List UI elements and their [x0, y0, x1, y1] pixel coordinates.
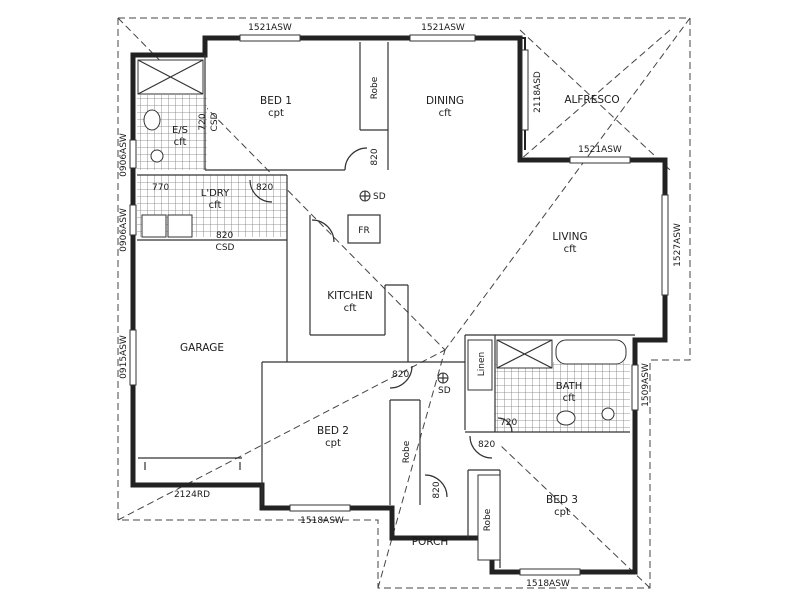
- csd-door-820: 820: [216, 231, 233, 241]
- es-door-720: 720: [198, 113, 208, 130]
- ldry-door-770: 770: [152, 183, 169, 193]
- es-window-dim: 0906ASW: [119, 133, 129, 177]
- bed1-window-dim: 1521ASW: [248, 23, 292, 33]
- door-swings: [249, 147, 513, 498]
- smoke-detector-label-1: SD: [373, 192, 386, 202]
- living-name: LIVING: [552, 231, 587, 243]
- room-labels: BED 1 cpt DINING cft ALFRESCO E/S cft L'…: [172, 94, 620, 548]
- bath-name: BATH: [556, 381, 583, 392]
- robe-label-bed3: Robe: [483, 508, 493, 531]
- robe-label-bed1: Robe: [370, 76, 380, 99]
- bed3-name: BED 3: [546, 494, 578, 506]
- kitchen-finish: cft: [344, 303, 357, 314]
- linen-label: Linen: [477, 352, 487, 376]
- dining-finish: cft: [439, 108, 452, 119]
- smoke-detector-label-2: SD: [438, 386, 451, 396]
- bed2-window-dim: 1518ASW: [300, 516, 344, 526]
- es-finish: cft: [174, 137, 187, 148]
- ldry-name: L'DRY: [201, 188, 230, 199]
- bath-finish: cft: [563, 393, 576, 404]
- bed2-finish: cpt: [325, 438, 341, 449]
- bed1-door-820: 820: [370, 148, 380, 165]
- kitchen-name: KITCHEN: [327, 290, 373, 302]
- csd-label-es: CSD: [210, 112, 220, 131]
- interior-walls: [137, 42, 635, 568]
- garage-name: GARAGE: [180, 342, 224, 354]
- porch-door-820: 820: [432, 481, 442, 498]
- ldry-window-dim: 0906ASW: [119, 208, 129, 252]
- bed1-name: BED 1: [260, 95, 292, 107]
- bath-window-dim: 1509ASW: [641, 363, 651, 407]
- garage-side-window-dim: 0915ASW: [119, 335, 129, 379]
- csd-label-ldry: CSD: [216, 243, 235, 253]
- bed1-finish: cpt: [268, 108, 284, 119]
- dining-name: DINING: [426, 95, 464, 107]
- dimension-labels: 1521ASW 1521ASW 2118ASD 1521ASW 1527ASW …: [119, 23, 683, 589]
- living-side-window-dim: 1527ASW: [673, 223, 683, 267]
- porch-name: PORCH: [412, 536, 449, 548]
- ldry-finish: cft: [209, 200, 222, 211]
- windows: [129, 34, 669, 576]
- fixture-labels: Robe Robe Robe Linen FR SD SD CSD CSD: [210, 76, 493, 531]
- fridge-label: FR: [358, 226, 369, 236]
- fixtures: [137, 59, 627, 561]
- ldry-door-820: 820: [256, 183, 273, 193]
- bed2-name: BED 2: [317, 425, 349, 437]
- bath-door-720: 720: [500, 418, 517, 428]
- es-name: E/S: [172, 125, 188, 136]
- dining-window-dim: 1521ASW: [421, 23, 465, 33]
- bed3-window-dim: 1518ASW: [526, 579, 570, 589]
- bed3-finish: cpt: [554, 507, 570, 518]
- alfresco-door-dim: 2118ASD: [533, 71, 543, 113]
- robe-label-bed2: Robe: [402, 440, 412, 463]
- living-top-window-dim: 1521ASW: [578, 145, 622, 155]
- living-finish: cft: [564, 244, 577, 255]
- bed2-door-820: 820: [392, 370, 409, 380]
- garage-door-dim: 2124RD: [174, 490, 210, 500]
- bed3-door-820: 820: [478, 440, 495, 450]
- alfresco-name: ALFRESCO: [564, 94, 619, 106]
